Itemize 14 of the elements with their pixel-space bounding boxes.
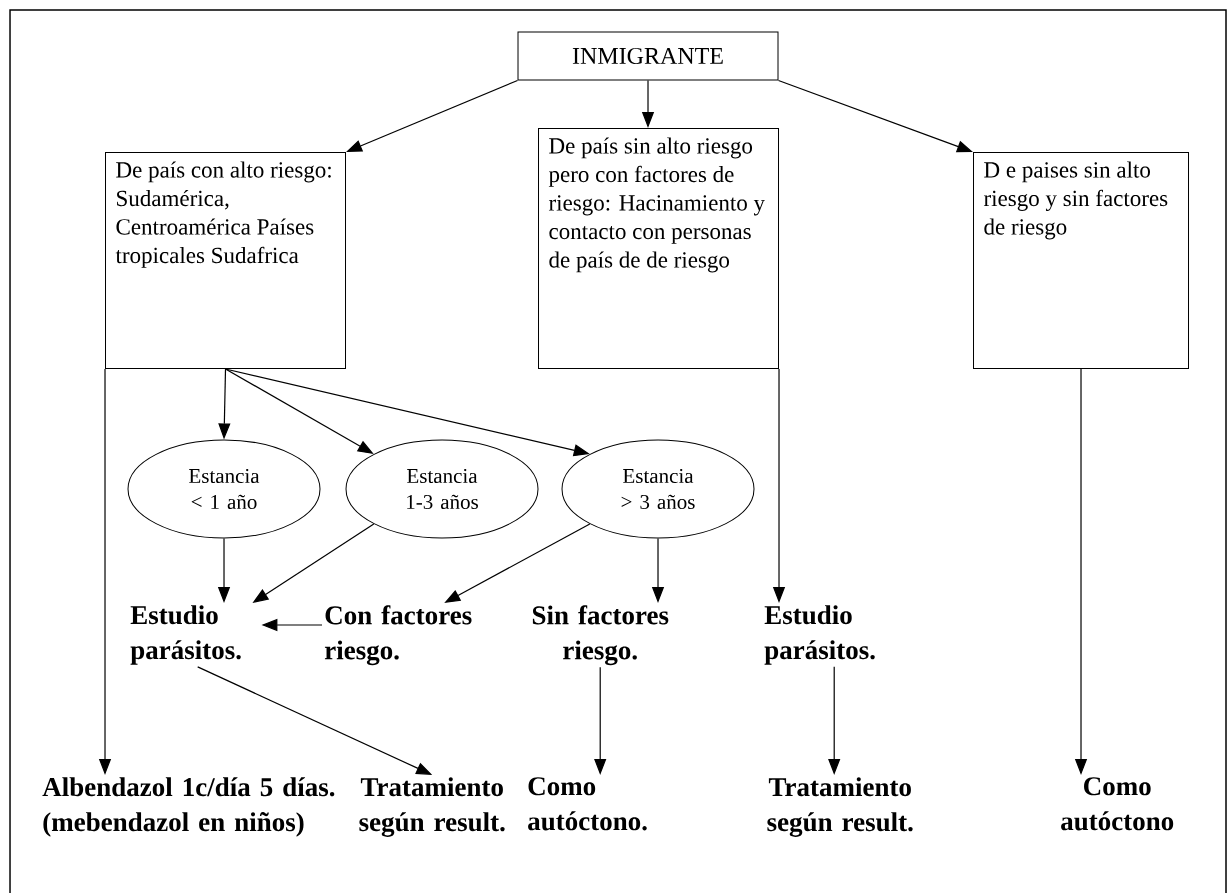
outcome-text: Tratamiento según result. xyxy=(359,777,505,837)
outcome-text: Sin factores riesgo. xyxy=(532,605,669,666)
process-box: De país sin alto riesgo pero con factores de riesgo: Hacinamiento y contacto con personas de país de de riesgo xyxy=(538,128,779,369)
process-box: De país con alto riesgo: Sudamérica, Centroamérica Países tropicales Sudafrica xyxy=(105,152,346,369)
outcome-text: Con factores riesgo. xyxy=(324,605,472,666)
process-box: D e paises sin alto riesgo y sin factores de riesgo xyxy=(973,152,1189,369)
outcome-text: Como autóctono xyxy=(1061,777,1174,831)
arrow xyxy=(346,79,519,152)
outcome-text: Albendazol 1c/día 5 días. (mebendazol en niños) xyxy=(42,777,335,837)
outcome-text: Estudio parásitos. xyxy=(764,605,875,665)
outcome-text: Tratamiento según result. xyxy=(767,777,913,837)
process-box: INMIGRANTE xyxy=(517,31,779,81)
outcome-text: Como autóctono. xyxy=(528,777,647,831)
outcome-text: Estudio parásitos. xyxy=(130,605,241,665)
